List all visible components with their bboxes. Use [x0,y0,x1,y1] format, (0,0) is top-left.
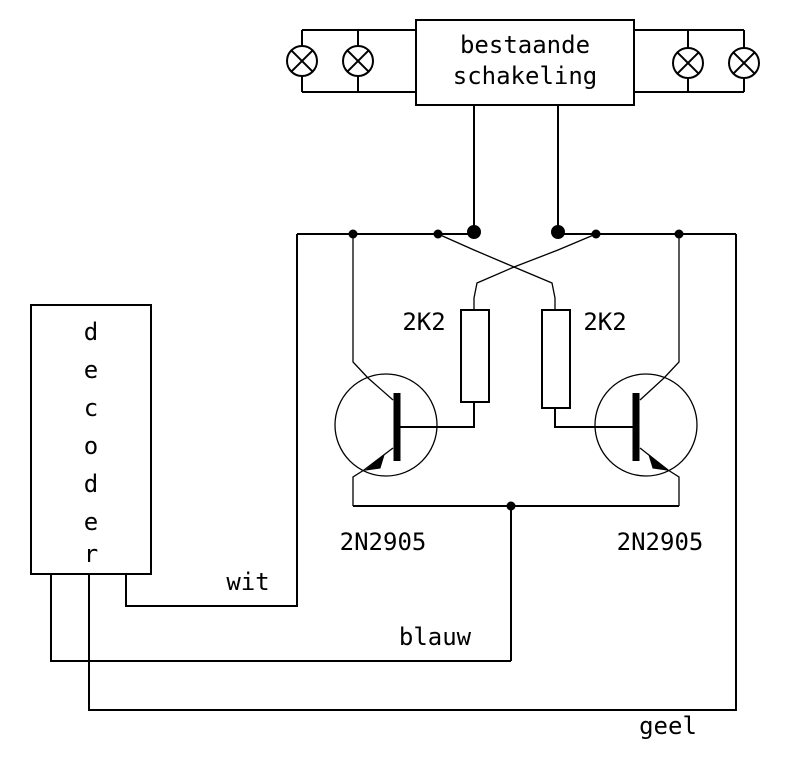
terminal-left [467,225,481,239]
lamp-icon [342,45,374,77]
decoder-letter: e [84,508,98,536]
wire-white-label: wit [226,568,269,596]
transistor-right-label: 2N2905 [617,528,704,556]
existing-circuit-box [415,19,635,106]
decoder-letter: o [84,432,98,460]
emitter-bus [353,501,679,661]
lamp-bank-left [286,29,416,93]
resistor-right-label: 2K2 [583,308,626,336]
resistor-left-label: 2K2 [402,308,445,336]
emitter-arrow-icon [648,453,669,471]
transistor-left-body [334,373,438,477]
wire-yellow-label: geel [639,712,697,740]
terminal-right [551,225,565,239]
wire-white: wit [125,234,298,607]
existing-circuit-label-line2: schakeling [453,62,598,90]
decoder-letter: d [84,318,98,346]
supply-rails [297,229,736,239]
lamp-icon [286,45,318,77]
resistor-right: 2K2 [541,308,627,428]
lamp-icon [728,47,760,79]
resistor-left: 2K2 [402,308,490,428]
decoder-letter: c [84,394,98,422]
wire-blue-label: blauw [399,623,472,651]
decoder-letter: d [84,470,98,498]
lamp-bank-right [634,29,760,93]
transistor-right-body [594,373,698,477]
decoder-letter: r [84,540,98,568]
transistor-left: 2N2905 [334,234,438,556]
wire-yellow: geel [88,234,737,740]
transistor-left-label: 2N2905 [340,528,427,556]
existing-circuit-label-line1: bestaande [460,31,590,59]
lamp-icon [672,47,704,79]
decoder-letter: e [84,356,98,384]
cross-wiring [437,233,597,310]
emitter-arrow-icon [364,453,385,471]
circuit-leads [467,105,565,239]
existing-circuit: bestaande schakeling [286,19,760,106]
transistor-right: 2N2905 [594,234,704,556]
decoder: d e c o d e r [30,304,152,575]
wire-blue: blauw [50,574,511,662]
decoder-box [30,304,152,575]
